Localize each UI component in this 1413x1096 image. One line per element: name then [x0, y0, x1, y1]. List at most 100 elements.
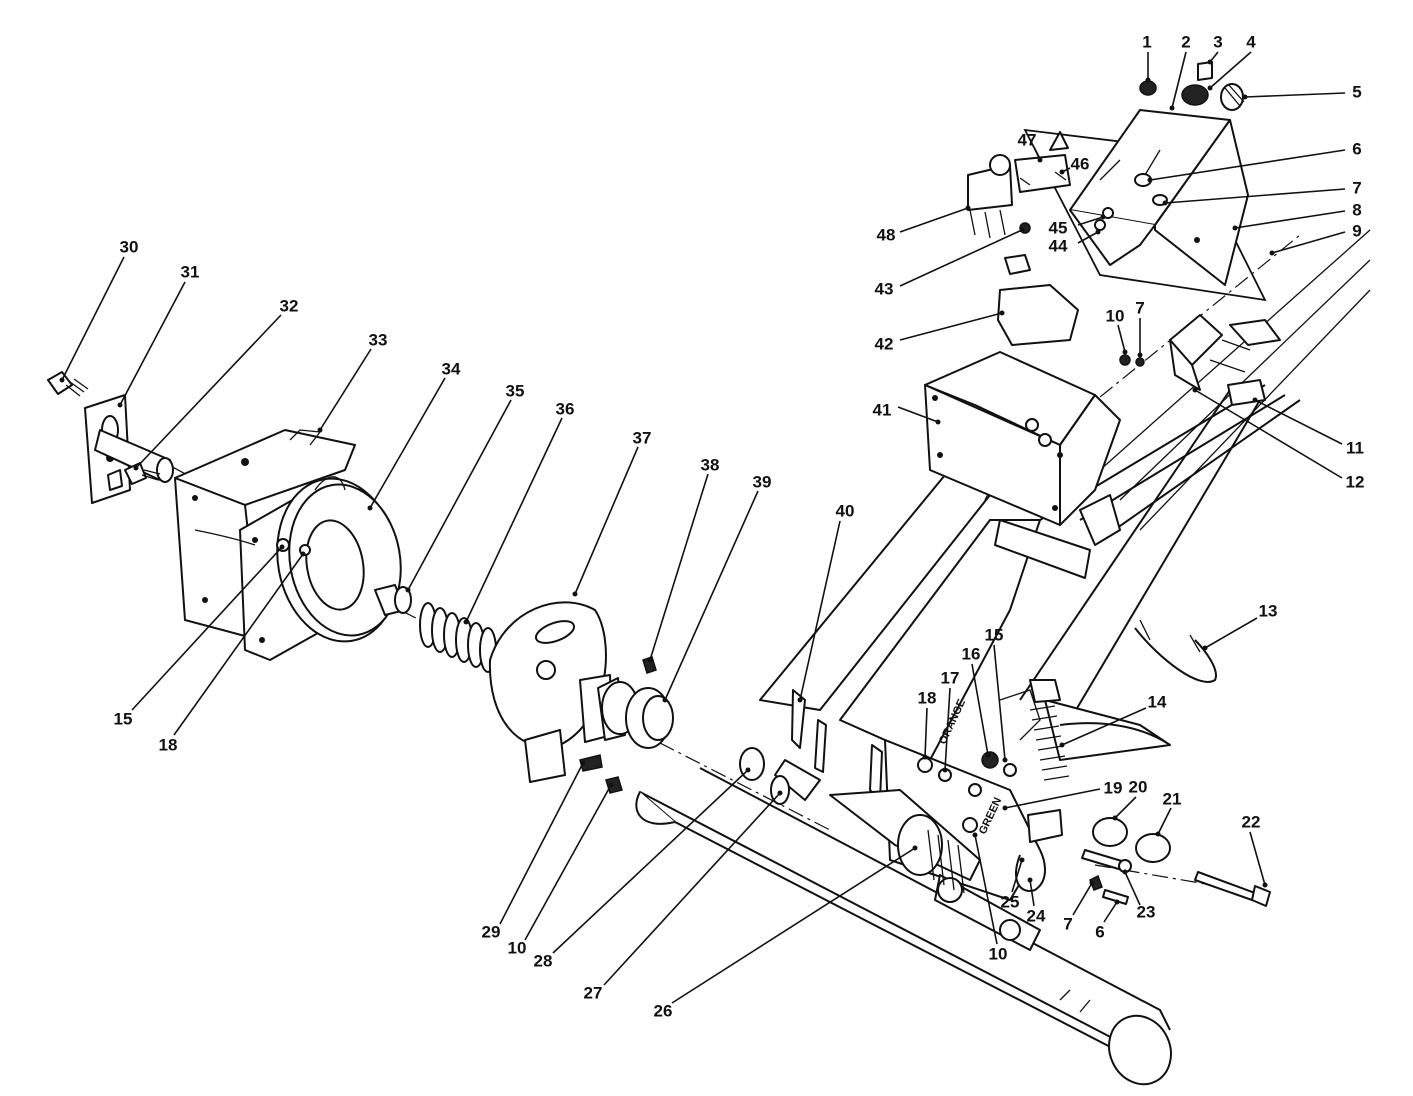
leader-tip	[1002, 805, 1008, 811]
leader-line	[1157, 807, 1172, 835]
callout-number: 33	[369, 330, 388, 349]
leader-tip	[965, 205, 971, 211]
leader-tip	[1059, 169, 1065, 175]
callout-number: 46	[1071, 154, 1090, 173]
leader-tip	[1252, 397, 1258, 403]
leader-line	[899, 207, 969, 233]
leader-tip	[1002, 757, 1008, 763]
part-8-switch-bracket	[1023, 109, 1267, 302]
leader-tip	[935, 419, 941, 425]
leader-tip	[972, 832, 978, 838]
part-27-shaft-sleeve	[770, 759, 821, 805]
callout-c9: 9	[1269, 221, 1362, 256]
leader-tip	[942, 767, 948, 773]
leader-tip	[1147, 177, 1153, 183]
leader-line	[1103, 901, 1118, 923]
part-16-18-hardware	[917, 751, 1017, 833]
callout-number: 39	[753, 472, 772, 491]
leader-line	[1164, 188, 1346, 204]
leader-tip	[1192, 387, 1198, 393]
callout-number: 48	[877, 225, 896, 244]
callout-c7c: 7	[1063, 880, 1095, 933]
callout-c7b: 7	[1135, 298, 1145, 358]
leader-line	[1271, 231, 1346, 254]
leader-tip	[985, 752, 991, 758]
part-32-bolt	[124, 462, 161, 485]
part-34-clutch-housing	[194, 476, 402, 661]
callout-number: 15	[114, 709, 133, 728]
part-6-7-small-bolt	[1089, 874, 1129, 905]
leader-line	[1244, 92, 1346, 98]
leader-tip	[300, 551, 306, 557]
callout-number: 35	[506, 381, 525, 400]
callout-number: 10	[508, 938, 527, 957]
callout-c34: 34	[367, 359, 461, 511]
leader-line	[499, 762, 584, 925]
callout-number: 22	[1242, 812, 1261, 831]
leader-tip	[1059, 742, 1065, 748]
callout-c45: 45	[1049, 214, 1106, 237]
leader-tip	[1122, 869, 1128, 875]
callout-c40: 40	[797, 501, 855, 703]
callout-number: 28	[534, 951, 553, 970]
leader-line	[1149, 149, 1346, 181]
leader-line	[119, 281, 186, 406]
callout-number: 37	[633, 428, 652, 447]
part-41-control-box	[924, 351, 1121, 526]
leader-line	[369, 377, 446, 509]
part-3-knob	[1197, 61, 1213, 81]
callout-number: 26	[654, 1001, 673, 1020]
callout-c18b: 18	[159, 551, 306, 754]
callout-c44: 44	[1049, 229, 1101, 255]
leader-line	[944, 687, 951, 771]
part-42-switch-cover	[997, 254, 1079, 346]
callout-c27: 27	[584, 790, 783, 1002]
leader-line	[1077, 216, 1104, 226]
callout-c43: 43	[875, 227, 1025, 298]
part-5-toggle-switch	[1220, 83, 1245, 111]
leader-line	[1004, 788, 1101, 809]
leader-line	[574, 446, 639, 595]
callout-number: 13	[1259, 601, 1278, 620]
callout-c10c: 10	[508, 782, 614, 957]
leader-tip	[1269, 250, 1275, 256]
callout-number: 36	[556, 399, 575, 418]
part-36-spring	[419, 602, 497, 673]
callout-c22: 22	[1242, 812, 1268, 888]
part-37-plate	[488, 601, 613, 783]
part-35-hub	[374, 584, 412, 616]
part-31-plate	[84, 394, 174, 504]
leader-tip	[572, 591, 578, 597]
callout-c5: 5	[1242, 82, 1362, 101]
callout-number: 7	[1135, 298, 1144, 317]
callout-number: 30	[120, 237, 139, 256]
leader-line	[799, 520, 841, 701]
part-46-47-switch	[1014, 131, 1071, 193]
callout-number: 3	[1213, 32, 1222, 51]
leader-line	[649, 473, 709, 661]
callout-number: 2	[1181, 32, 1190, 51]
leader-line	[993, 644, 1006, 761]
callout-c42: 42	[875, 310, 1005, 353]
callout-c18a: 18	[918, 688, 936, 760]
leader-tip	[133, 465, 139, 471]
leader-tip	[1145, 77, 1151, 83]
callout-c14: 14	[1059, 692, 1167, 748]
callout-c7a: 7	[1162, 178, 1362, 206]
part-11-12-bracket	[1119, 314, 1281, 406]
callout-number: 6	[1095, 922, 1104, 941]
callout-number: 40	[836, 501, 855, 520]
leader-tip	[463, 619, 469, 625]
callout-number: 24	[1027, 906, 1046, 925]
leader-tip	[1169, 105, 1175, 111]
leader-line	[1234, 210, 1346, 229]
leader-tip	[777, 790, 783, 796]
callout-number: 6	[1352, 139, 1361, 158]
leader-tip	[1037, 157, 1043, 163]
callout-c47: 47	[1018, 130, 1043, 163]
leader-tip	[279, 544, 285, 550]
callout-c37: 37	[572, 428, 652, 597]
callout-number: 47	[1018, 130, 1037, 149]
leader-line	[319, 348, 372, 431]
